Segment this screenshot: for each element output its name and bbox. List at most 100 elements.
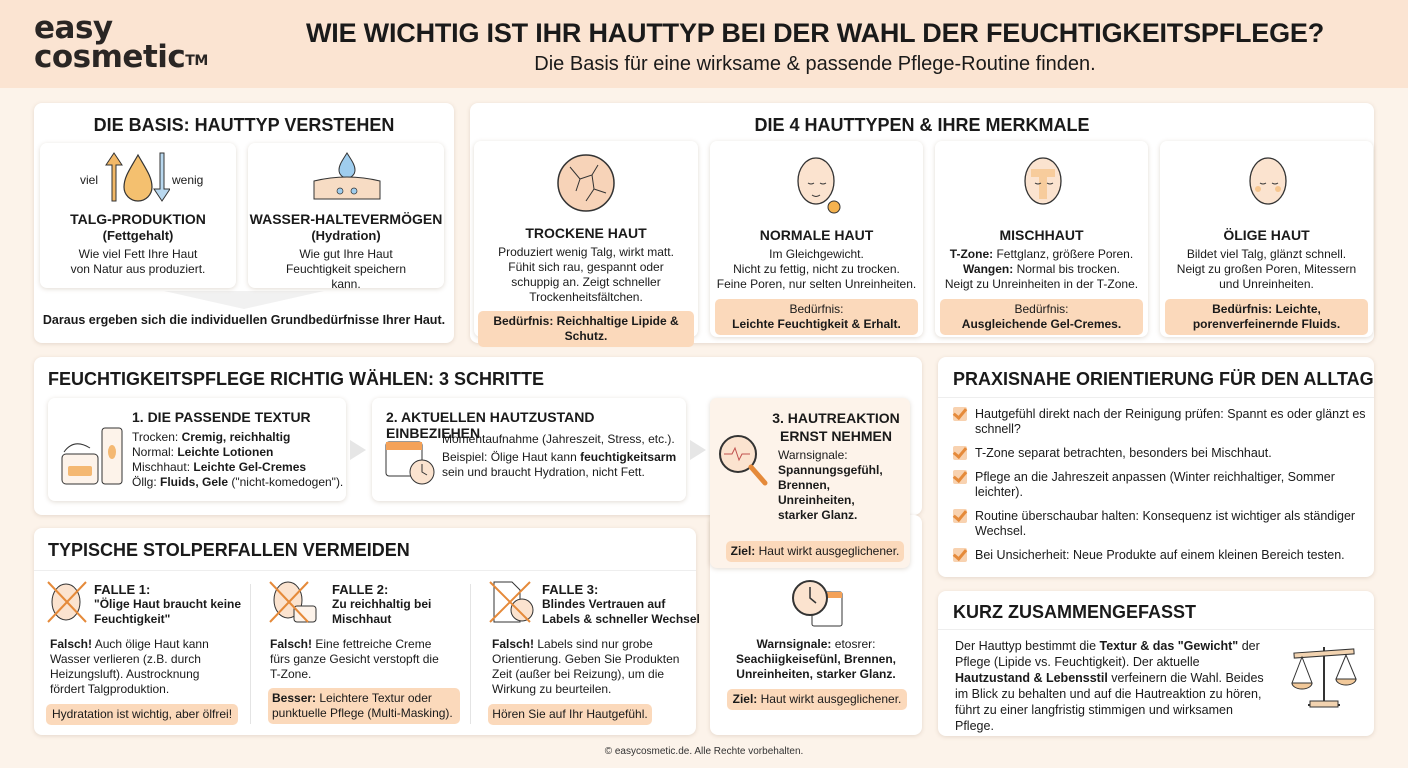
- basis-card: DIE BASIS: HAUTTYP VERSTEHEN viel wenig …: [34, 103, 454, 343]
- wrong-label: Falsch!: [50, 637, 93, 651]
- texture: Cremig, reichhaltig: [181, 430, 291, 444]
- divider: [470, 584, 471, 724]
- summary-text: Der Hauttyp bestimmt die Textur & das "G…: [955, 638, 1275, 734]
- bold-text: feuchtigkeitsarm: [580, 450, 677, 464]
- pitfall-text: Falsch! Eine fettreiche Creme fürs ganze…: [270, 637, 440, 682]
- type-name: MISCHHAUT: [999, 227, 1084, 243]
- wrong-label: Falsch!: [492, 637, 535, 651]
- bold-text: Hautzustand & Lebensstil: [955, 671, 1108, 685]
- text-line: Neigt zu Unreinheiten in der T-Zone.: [944, 277, 1139, 291]
- section-title: FEUCHTIGKEITSPFLEGE RICHTIG WÄHLEN: 3 SC…: [48, 369, 545, 389]
- pitfall-subtitle: Blindes Vertrauen auf Labels & schneller…: [542, 597, 700, 626]
- tip-badge: Hören Sie auf Ihr Hautgefühl.: [488, 704, 652, 725]
- checklist-item: Bei Unsicherheit: Neue Produkte auf eine…: [953, 548, 1368, 563]
- checklist-item: T-Zone separat betrachten, besonders bei…: [953, 446, 1368, 461]
- arrow-right: [350, 440, 366, 460]
- checklist-item: Hautgefühl direkt nach der Reinigung prü…: [953, 407, 1368, 437]
- type-card-misch: MISCHHAUT T-Zone: Fettglanz, größere Por…: [935, 141, 1148, 337]
- summary-card: KURZ ZUSAMMENGEFASST Der Hauttyp bestimm…: [938, 591, 1374, 736]
- crossed-face-cream-icon: [269, 581, 317, 623]
- label: Warnsignale:: [756, 637, 832, 651]
- calendar-clock-icon: [385, 441, 435, 485]
- label: Warnsignale:: [778, 448, 848, 462]
- text: etosrer:: [831, 637, 876, 651]
- need-label: Bedürfnis:: [1014, 302, 1069, 316]
- step-text: Momentaufnahme (Jahreszeit, Stress, etc.…: [442, 432, 675, 446]
- bold-text: Textur & das "Gewicht": [1099, 639, 1239, 653]
- pitfall-3: FALLE 3:Blindes Vertrauen auf Labels & s…: [488, 580, 700, 730]
- section-title: KURZ ZUSAMMENGEFASST: [953, 602, 1196, 622]
- type-name: TROCKENE HAUT: [525, 225, 647, 241]
- arrow-right: [690, 440, 706, 460]
- magnifier-icon: [719, 435, 768, 486]
- wrong-label: Falsch!: [270, 637, 313, 651]
- talg-title: TALG-PRODUKTION: [70, 211, 206, 227]
- cream-jar-tube-icon: [61, 427, 123, 485]
- text: sein und braucht Hydration, nicht Fett.: [442, 465, 645, 479]
- text: Labels sind nur grobe Orientierung. Gebe…: [492, 637, 680, 696]
- warning-signals-repeat: Warnsignale: etosrer:Seachiigkeisefünl, …: [716, 637, 916, 682]
- section-title: DIE 4 HAUTTYPEN & IHRE MERKMALE: [754, 115, 1090, 135]
- text: verfeinern die Wahl. Beides im Blick zu …: [955, 671, 1264, 733]
- tip-badge: Hydratation ist wichtig, aber ölfrei!: [46, 704, 238, 725]
- talg-text: Wie viel Fett Ihre Haut von Natur aus pr…: [70, 247, 206, 276]
- skin-type: Normal:: [132, 445, 178, 459]
- talg-subtitle: (Fettgehalt): [102, 228, 174, 243]
- text: Beispiel: Ölige Haut kann: [442, 450, 581, 464]
- need-value: Leichte Feuchtigkeit & Erhalt.: [732, 317, 901, 331]
- texture-row: Öllg: Fluids, Gele ("nicht-komedogen").: [132, 475, 343, 490]
- item-text: Hautgefühl direkt nach der Reinigung prü…: [975, 407, 1366, 436]
- step-title: 1. DIE PASSENDE TEXTUR: [132, 409, 311, 425]
- text-line: Nicht zu fettig, nicht zu trocken.: [733, 262, 900, 276]
- texture-row: Normal: Leichte Lotionen: [132, 445, 343, 460]
- checkmark-icon: [953, 548, 967, 562]
- checklist-item: Routine überschaubar halten: Konsequenz …: [953, 509, 1368, 539]
- text-line: und Unreinheiten.: [1219, 277, 1314, 291]
- divider: [250, 584, 251, 724]
- text-line: Fühit sich rau, gespannt oder: [508, 260, 664, 274]
- tip-badge: Besser: Leichtere Textur oder punktuelle…: [268, 688, 460, 724]
- need-badge: Bedürfnis:Ausgleichende Gel-Cremes.: [940, 299, 1143, 335]
- warning-signals: Warnsignale:Spannungsgefühl, Brennen, Un…: [778, 448, 888, 523]
- type-description: Bildet viel Talg, glänzt schnell.Neigt z…: [1160, 247, 1373, 292]
- page-subtitle: Die Basis für eine wirksame & passende P…: [534, 53, 1096, 75]
- goal-badge: Ziel: Haut wirkt ausgeglichener.: [726, 541, 904, 562]
- texture: Leichte Lotionen: [177, 445, 274, 459]
- skin-type: Mischhaut:: [132, 460, 194, 474]
- texture-list: Trocken: Cremig, reichhaltig Normal: Lei…: [132, 430, 343, 490]
- text: Normal bis trocken.: [1013, 262, 1120, 276]
- checkmark-icon: [953, 509, 967, 523]
- face-flower-icon: [797, 157, 841, 214]
- pitfall-title: FALLE 3:: [542, 582, 599, 597]
- step-title: 3. HAUTREAKTION ERNST NEHMEN: [772, 410, 900, 444]
- type-card-oelig: ÖLIGE HAUT Bildet viel Talg, glänzt schn…: [1160, 141, 1373, 337]
- type-description: T-Zone: Fettglanz, größere Poren. Wangen…: [935, 247, 1148, 292]
- goal-badge: Ziel: Haut wirkt ausgeglichener.: [727, 689, 907, 710]
- wasser-title: WASSER-HALTEVERMÖGEN: [249, 211, 443, 227]
- item-text: Pflege an die Jahreszeit anpassen (Winte…: [975, 470, 1335, 499]
- text-line: Trockenheitsfältchen.: [529, 290, 643, 304]
- label-viel: viel: [80, 173, 99, 187]
- basis-conclusion: Daraus ergeben sich die individuellen Gr…: [42, 313, 446, 327]
- need-badge: Bedürfnis: Reichhaltige Lipide & Schutz.: [478, 311, 694, 347]
- crossed-label-clock-icon: [489, 581, 534, 623]
- step-2-card: 2. AKTUELLEN HAUTZUSTAND EINBEZIEHEN Mom…: [372, 398, 686, 501]
- trademark: TM: [185, 53, 208, 69]
- need-badge: Bedürfnis:Leichte Feuchtigkeit & Erhalt.: [715, 299, 918, 335]
- pitfall-subtitle: Zu reichhaltig bei Mischhaut: [332, 597, 432, 626]
- texture-row: Mischhaut: Leichte Gel-Cremes: [132, 460, 343, 475]
- header: [0, 0, 1408, 88]
- need-label: Bedürfnis:: [789, 302, 844, 316]
- text: Der Hauttyp bestimmt die: [955, 639, 1100, 653]
- wasser-card: WASSER-HALTEVERMÖGEN (Hydration) Wie gut…: [248, 143, 444, 291]
- pitfall-title: FALLE 1:: [94, 582, 151, 597]
- divider: [34, 570, 696, 571]
- text-line: schuppig an. Zeigt schneller: [511, 275, 661, 289]
- note: ("nicht-komedogen").: [228, 475, 344, 489]
- crossed-face-icon: [47, 581, 87, 623]
- pitfall-2: FALLE 2:Zu reichhaltig bei Mischhaut Fal…: [268, 580, 473, 730]
- type-name: ÖLIGE HAUT: [1223, 227, 1310, 243]
- checklist-item: Pflege an die Jahreszeit anpassen (Winte…: [953, 470, 1368, 500]
- pitfall-1: FALLE 1:"Ölige Haut braucht keine Feucht…: [46, 580, 251, 730]
- step-title: 2. AKTUELLEN HAUTZUSTAND EINBEZIEHEN: [386, 409, 595, 441]
